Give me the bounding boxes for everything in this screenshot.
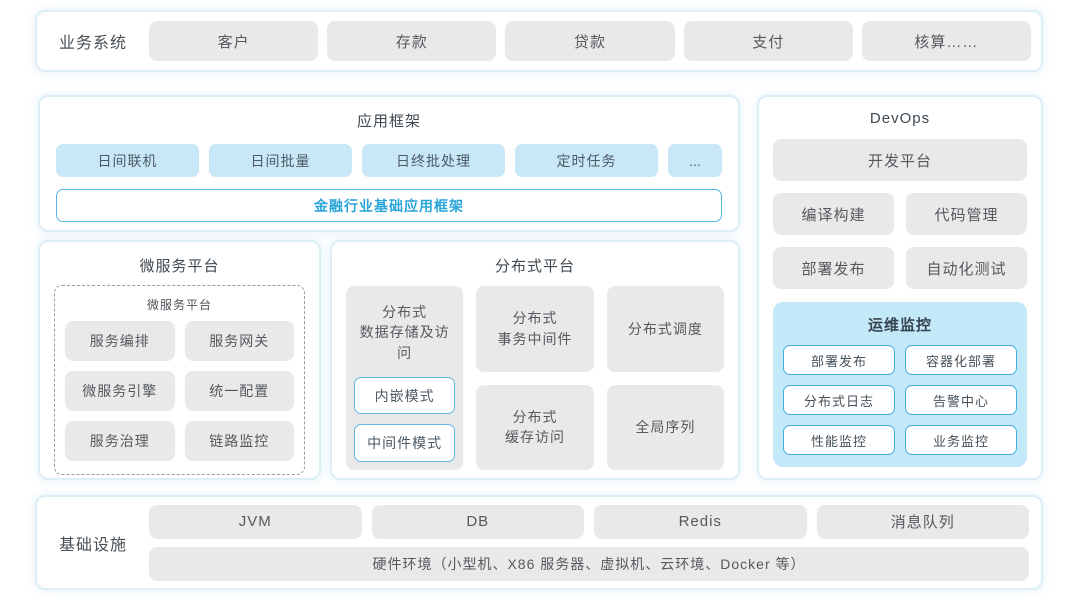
hardware-environment-bar: 硬件环境（小型机、X86 服务器、虚拟机、云环境、Docker 等） (149, 546, 1029, 581)
infrastructure-section: 基础设施 JVM DB Redis 消息队列 硬件环境（小型机、X86 服务器、… (35, 495, 1043, 590)
micro-item-tracing: 链路监控 (184, 421, 294, 461)
finance-base-framework-bar: 金融行业基础应用框架 (56, 189, 722, 222)
app-item-eod-batch: 日终批处理 (362, 144, 505, 177)
storage-mode-embedded: 内嵌模式 (354, 376, 456, 415)
storage-mode-middleware: 中间件模式 (354, 424, 456, 462)
infra-item-mq: 消息队列 (816, 504, 1029, 539)
infra-item-jvm: JVM (149, 504, 362, 539)
infrastructure-main: JVM DB Redis 消息队列 硬件环境（小型机、X86 服务器、虚拟机、云… (149, 504, 1029, 581)
distributed-grid: 分布式 数据存储及访问 内嵌模式 中间件模式 分布式 事务中间件 分布式调度 分… (346, 286, 724, 470)
infra-item-db: DB (371, 504, 584, 539)
app-framework-section: 应用框架 日间联机 日间批量 日终批处理 定时任务 ... 金融行业基础应用框架 (38, 95, 740, 232)
micro-item-governance: 服务治理 (65, 421, 175, 461)
devops-tool-build: 编译构建 (773, 193, 894, 235)
business-item-loan: 贷款 (505, 21, 675, 61)
app-item-scheduled-task: 定时任务 (515, 144, 658, 177)
ops-item-alert-center: 告警中心 (905, 385, 1017, 415)
business-system-label: 业务系统 (58, 35, 127, 52)
devops-tool-code-mgmt: 代码管理 (906, 193, 1027, 235)
business-system-section: 业务系统 客户 存款 贷款 支付 核算…… (35, 10, 1043, 72)
distributed-platform-section: 分布式平台 分布式 数据存储及访问 内嵌模式 中间件模式 分布式 事务中间件 分… (330, 240, 740, 480)
distributed-storage-box: 分布式 数据存储及访问 内嵌模式 中间件模式 (346, 286, 464, 470)
app-item-daytime-online: 日间联机 (56, 144, 199, 177)
business-item-deposit: 存款 (327, 21, 497, 61)
ops-monitor-title: 运维监控 (867, 317, 932, 334)
ops-item-container-deploy: 容器化部署 (905, 345, 1017, 375)
microservice-inner-panel: 微服务平台 服务编排 服务网关 微服务引擎 统一配置 服务治理 链路监控 (54, 285, 305, 475)
dist-cell-scheduling: 分布式调度 (606, 286, 724, 372)
micro-item-engine: 微服务引擎 (65, 371, 175, 411)
devops-title: DevOps (869, 110, 931, 127)
ops-monitor-items: 部署发布 容器化部署 分布式日志 告警中心 性能监控 业务监控 (783, 345, 1017, 455)
infra-item-redis: Redis (594, 504, 807, 539)
devops-tool-auto-test: 自动化测试 (906, 247, 1027, 289)
microservice-items: 服务编排 服务网关 微服务引擎 统一配置 服务治理 链路监控 (65, 321, 294, 461)
dist-cell-transaction-middleware: 分布式 事务中间件 (476, 286, 594, 372)
devops-tool-deploy: 部署发布 (773, 247, 894, 289)
infrastructure-label: 基础设施 (58, 536, 127, 554)
ops-item-distributed-log: 分布式日志 (783, 385, 895, 415)
distributed-storage-label: 分布式 数据存储及访问 (359, 304, 450, 361)
microservice-inner-title: 微服务平台 (146, 298, 212, 312)
dist-cell-global-sequence: 全局序列 (606, 384, 724, 470)
ops-monitor-panel: 运维监控 部署发布 容器化部署 分布式日志 告警中心 性能监控 业务监控 (773, 302, 1027, 467)
app-item-daytime-batch: 日间批量 (209, 144, 352, 177)
micro-item-gateway: 服务网关 (184, 321, 294, 361)
infrastructure-items: JVM DB Redis 消息队列 (149, 504, 1029, 539)
ops-item-performance-monitor: 性能监控 (783, 425, 895, 455)
app-item-more: ... (668, 144, 722, 177)
app-framework-title: 应用框架 (356, 113, 421, 130)
dist-cell-cache-access: 分布式 缓存访问 (476, 384, 594, 470)
app-framework-items: 日间联机 日间批量 日终批处理 定时任务 ... (56, 144, 722, 177)
business-item-accounting: 核算…… (861, 21, 1032, 61)
micro-item-config: 统一配置 (184, 371, 294, 411)
business-item-customer: 客户 (149, 21, 319, 61)
ops-item-deploy-release: 部署发布 (783, 345, 895, 375)
micro-item-orchestration: 服务编排 (65, 321, 175, 361)
devops-tools: 编译构建 代码管理 部署发布 自动化测试 (773, 193, 1027, 289)
distributed-platform-title: 分布式平台 (494, 258, 575, 275)
devops-dev-platform: 开发平台 (773, 139, 1027, 181)
ops-item-business-monitor: 业务监控 (905, 425, 1017, 455)
business-system-items: 客户 存款 贷款 支付 核算…… (149, 21, 1032, 61)
business-item-payment: 支付 (683, 21, 853, 61)
microservice-platform-title: 微服务平台 (139, 258, 220, 275)
microservice-platform-section: 微服务平台 微服务平台 服务编排 服务网关 微服务引擎 统一配置 服务治理 链路… (38, 240, 321, 480)
devops-section: DevOps 开发平台 编译构建 代码管理 部署发布 自动化测试 运维监控 部署… (757, 95, 1043, 480)
